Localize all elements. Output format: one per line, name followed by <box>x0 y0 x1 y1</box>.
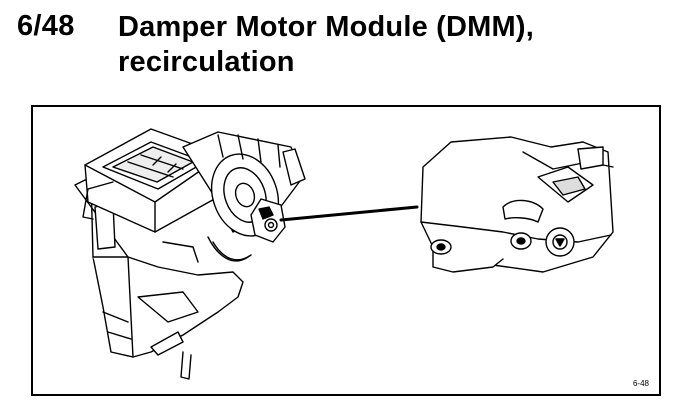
title-line-2: recirculation <box>118 46 295 78</box>
damper-motor-module-drawing <box>420 136 614 273</box>
illustration-frame: 6-48 <box>31 105 661 396</box>
figure-reference: 6-48 <box>632 379 649 388</box>
illustration <box>74 128 614 380</box>
leader-line <box>279 205 419 222</box>
page-title: Damper Motor Module (DMM), recirculation <box>118 10 534 80</box>
page-number: 6/48 <box>17 10 75 42</box>
hvac-housing-drawing <box>74 128 306 380</box>
title-line-1: Damper Motor Module (DMM), <box>118 11 535 43</box>
